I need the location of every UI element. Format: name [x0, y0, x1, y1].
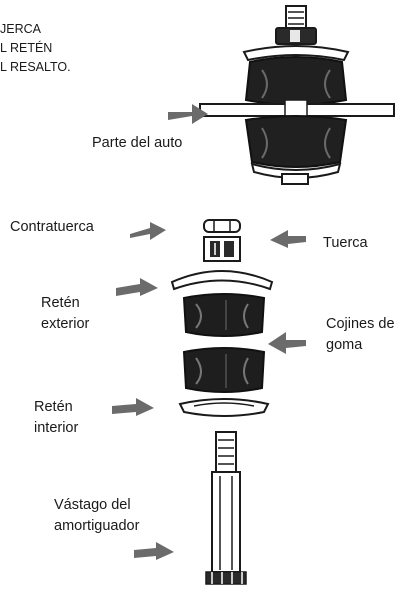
label-inner-retainer-2: interior [34, 420, 79, 436]
arrow-car-part [168, 104, 208, 124]
label-lock-nut: Contratuerca [10, 219, 94, 235]
arrow-nut [270, 230, 306, 248]
label-outer-retainer-2: exterior [41, 316, 90, 332]
arrow-outer-retainer [116, 278, 158, 296]
arrow-lock-nut [130, 222, 166, 240]
label-inner-retainer-1: Retén [34, 399, 73, 415]
inner-retainer-part [178, 398, 270, 417]
label-cushions-1: Cojines de [326, 316, 395, 332]
label-car-part: Parte del auto [92, 135, 183, 151]
label-outer-retainer-1: Retén [41, 295, 80, 311]
assembled-mount [199, 5, 395, 185]
arrow-cushions [268, 332, 306, 354]
instruction-line-2: L RETÉN [0, 41, 53, 55]
label-nut: Tuerca [323, 235, 368, 251]
upper-cushion-part [182, 293, 266, 337]
arrow-shock-rod [134, 542, 174, 560]
outer-retainer-part [170, 270, 274, 291]
lower-cushion-part [182, 347, 266, 393]
label-shock-rod-1: Vástago del [54, 497, 131, 513]
label-cushions-2: goma [326, 337, 363, 353]
instruction-line-1: JERCA [0, 22, 41, 36]
nut-part [203, 236, 241, 262]
arrow-inner-retainer [112, 398, 154, 416]
lock-nut-part [203, 219, 241, 233]
label-shock-rod-2: amortiguador [54, 518, 140, 534]
instruction-line-3: L RESALTO. [0, 60, 71, 74]
shock-rod-part [205, 431, 247, 585]
